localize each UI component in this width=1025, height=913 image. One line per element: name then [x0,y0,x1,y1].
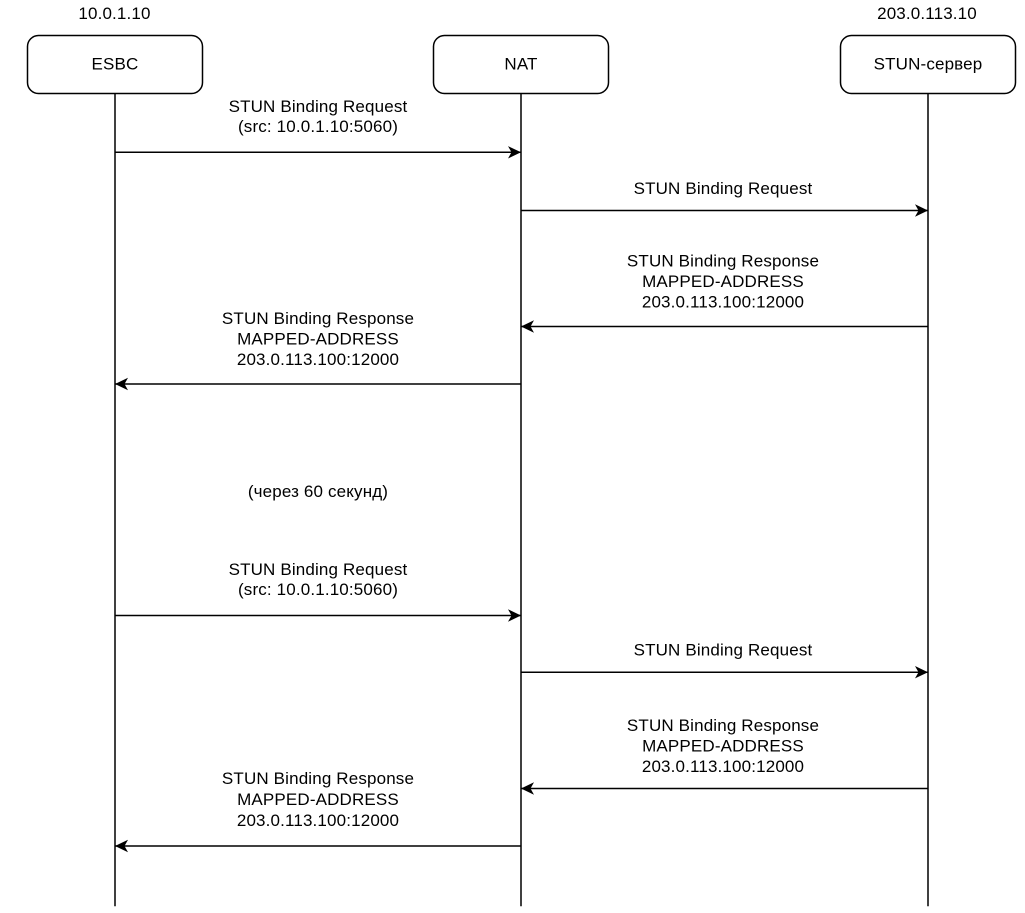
svg-text:(src: 10.0.1.10:5060): (src: 10.0.1.10:5060) [238,580,398,599]
svg-text:MAPPED-ADDRESS: MAPPED-ADDRESS [642,737,804,756]
svg-text:MAPPED-ADDRESS: MAPPED-ADDRESS [237,790,399,809]
svg-text:STUN Binding Response: STUN Binding Response [222,769,414,788]
svg-text:10.0.1.10: 10.0.1.10 [78,4,150,23]
svg-text:STUN Binding Response: STUN Binding Response [627,716,819,735]
svg-text:203.0.113.100:12000: 203.0.113.100:12000 [642,757,804,776]
svg-text:203.0.113.100:12000: 203.0.113.100:12000 [237,811,399,830]
svg-text:STUN Binding Request: STUN Binding Request [634,179,813,198]
svg-text:203.0.113.10: 203.0.113.10 [877,4,977,23]
svg-text:MAPPED-ADDRESS: MAPPED-ADDRESS [237,330,399,349]
svg-text:(src: 10.0.1.10:5060): (src: 10.0.1.10:5060) [238,117,398,136]
svg-text:MAPPED-ADDRESS: MAPPED-ADDRESS [642,272,804,291]
svg-text:STUN Binding Response: STUN Binding Response [627,252,819,271]
svg-text:203.0.113.100:12000: 203.0.113.100:12000 [237,350,399,369]
svg-text:(через 60 секунд): (через 60 секунд) [248,482,388,501]
svg-text:STUN Binding Request: STUN Binding Request [634,641,813,660]
svg-text:STUN Binding Request: STUN Binding Request [229,97,408,116]
svg-text:STUN-сервер: STUN-сервер [874,55,983,74]
svg-text:NAT: NAT [504,55,537,74]
svg-text:ESBC: ESBC [92,55,139,74]
svg-text:203.0.113.100:12000: 203.0.113.100:12000 [642,293,804,312]
svg-text:STUN Binding Response: STUN Binding Response [222,309,414,328]
svg-text:STUN Binding Request: STUN Binding Request [229,560,408,579]
